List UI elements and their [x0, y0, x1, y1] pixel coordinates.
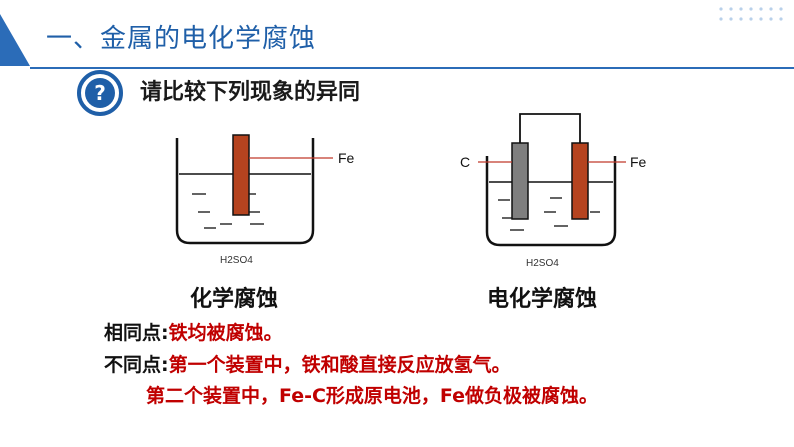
title-underline — [30, 67, 794, 69]
question-text: 请比较下列现象的异同 — [140, 80, 361, 105]
solution-label-left: H2SO4 — [220, 255, 253, 266]
same-label: 相同点: — [104, 322, 169, 344]
chemical-corrosion-diagram: Fe H2SO4 — [175, 134, 355, 266]
svg-text:?: ? — [94, 81, 106, 105]
diff-text-2: 第二个装置中，Fe-C形成原电池，Fe做负极被腐蚀。 — [146, 385, 599, 407]
connecting-wire — [519, 113, 581, 143]
diff-row: 不同点:第一个装置中，铁和酸直接反应放氢气。 — [104, 350, 511, 377]
carbon-label: C — [460, 154, 470, 170]
beaker-right — [485, 156, 617, 247]
question-circle-icon: ? — [77, 70, 123, 116]
carbon-electrode — [511, 142, 529, 220]
iron-label-right: Fe — [630, 154, 647, 170]
iron-electrode-left — [232, 134, 250, 216]
caption-electrochemical: 电化学腐蚀 — [487, 287, 598, 312]
beaker-left — [175, 138, 315, 245]
electrochemical-corrosion-diagram: C Fe H2SO4 — [460, 113, 647, 269]
iron-label-left: Fe — [338, 150, 355, 166]
solution-label-right: H2SO4 — [526, 258, 559, 269]
diff-text-1: 第一个装置中，铁和酸直接反应放氢气。 — [168, 354, 511, 376]
iron-electrode-right — [571, 142, 589, 220]
corner-decoration — [0, 14, 30, 66]
same-row: 相同点:铁均被腐蚀。 — [104, 318, 283, 345]
page-title: 一、金属的电化学腐蚀 — [46, 24, 317, 54]
same-text: 铁均被腐蚀。 — [168, 322, 283, 344]
diff-label: 不同点: — [104, 354, 169, 376]
caption-chemical: 化学腐蚀 — [190, 287, 279, 312]
dot-grid-decoration — [719, 7, 783, 21]
